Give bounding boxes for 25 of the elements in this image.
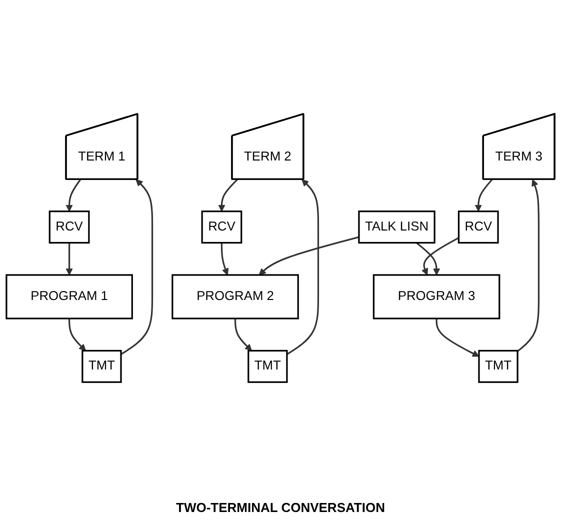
- arrow: [416, 242, 440, 276]
- caption-text: TWO-TERMINAL CONVERSATION: [176, 500, 385, 515]
- node-box: TMT: [248, 350, 288, 383]
- node-box: PROGRAM 2: [172, 274, 299, 320]
- arrow: [120, 179, 154, 355]
- arrow: [218, 178, 238, 212]
- node-box: PROGRAM 3: [372, 274, 500, 320]
- node-box: TMT: [478, 350, 518, 383]
- node-box: RCV: [201, 210, 242, 244]
- arrow: [258, 236, 360, 276]
- arrow: [421, 237, 460, 276]
- arrow: [220, 242, 229, 276]
- arrow: [66, 179, 82, 212]
- arrow: [234, 318, 252, 352]
- node-box: TALK LISN: [358, 210, 436, 244]
- node-box: RCV: [48, 210, 90, 244]
- arrow: [517, 179, 540, 352]
- arrow: [474, 179, 493, 212]
- node-box: PROGRAM 1: [6, 274, 133, 320]
- arrow: [286, 179, 320, 355]
- arrow: [66, 242, 73, 276]
- node-box: RCV: [458, 210, 499, 244]
- arrow: [68, 318, 86, 352]
- node-box: TMT: [82, 350, 122, 383]
- arrow: [436, 318, 480, 357]
